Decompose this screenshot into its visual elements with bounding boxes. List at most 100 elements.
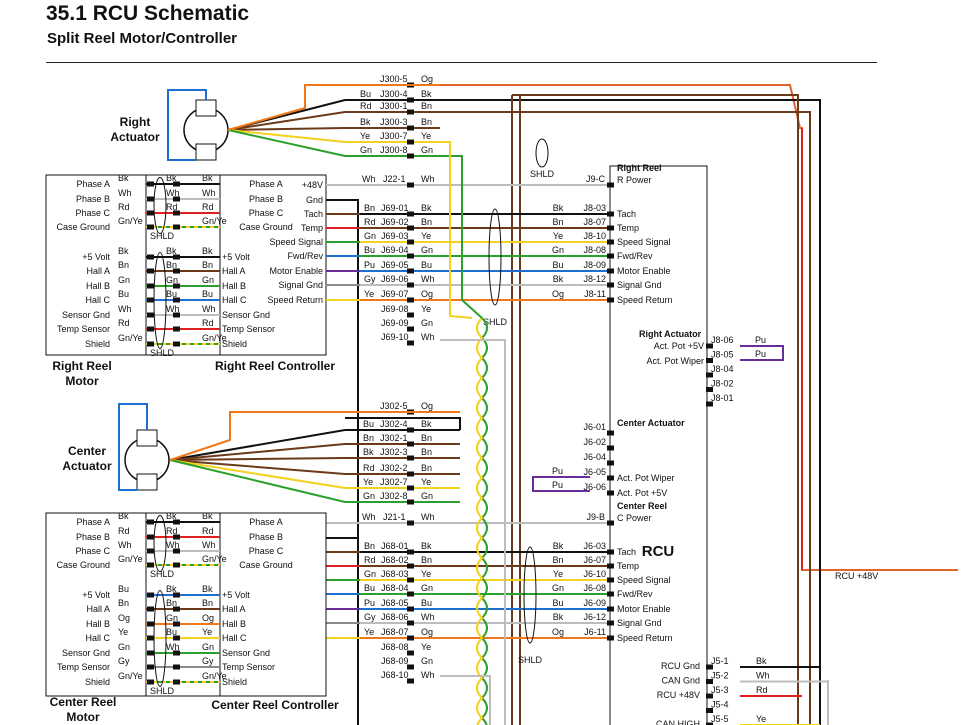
wire-code: Bk	[553, 541, 564, 551]
pin-label: J69-01	[381, 203, 409, 213]
right-out-label: Speed Return	[267, 295, 323, 305]
pin-label: J5-3	[711, 685, 729, 695]
wire-code: Rd	[166, 526, 178, 536]
pin-label: J68-01	[381, 541, 409, 551]
center-motor-phase-label: Case Ground	[56, 560, 110, 570]
center-motor-label: Center Reel	[50, 695, 117, 709]
rcu-48v-label: RCU +48V	[835, 571, 878, 581]
wh-drop-right	[440, 339, 506, 725]
pin-label: J8-11	[584, 289, 606, 299]
connector-pin	[706, 372, 713, 378]
connector-pin	[173, 534, 180, 540]
wire-code: Ye	[364, 289, 374, 299]
wire-code: Ye	[421, 642, 431, 652]
wire-code: Gn	[118, 642, 130, 652]
connector-pin	[607, 211, 614, 217]
pin-label: J300-7	[380, 131, 408, 141]
rcu-pin-label: Act. Pot Wiper	[646, 356, 704, 366]
pin-label: J6-12	[583, 612, 606, 622]
connector-pin	[407, 563, 414, 569]
center-actuator-pot-loop	[532, 476, 590, 492]
wire-code: Gn	[118, 275, 130, 285]
wire-code: Wh	[421, 670, 435, 680]
wire-code: Rd	[363, 463, 375, 473]
wire-code: Rd	[202, 202, 214, 212]
rcu-section-header: Center Actuator	[617, 418, 685, 428]
right-actuator-wire	[227, 127, 346, 131]
connector-pin	[607, 182, 614, 188]
wire-code: Gy	[364, 612, 376, 622]
connector-pin	[706, 693, 713, 699]
wire-code: Bn	[421, 447, 432, 457]
center-motor-ctrl-sensor-label: Sensor Gnd	[222, 648, 270, 658]
wire-code: Bu	[364, 245, 375, 255]
center-motor-sensor-label: Temp Sensor	[57, 662, 110, 672]
connector-pin	[407, 182, 414, 188]
wire-code: Rd	[202, 526, 214, 536]
wire-code: Rd	[118, 526, 130, 536]
pin-label: J6-01	[583, 422, 606, 432]
wire-code: Gn	[421, 583, 433, 593]
wire-code: Gn	[202, 642, 214, 652]
wire-code: Bn	[363, 433, 374, 443]
right-motor-sensor-label: Temp Sensor	[57, 324, 110, 334]
center-motor-phase-label: Phase B	[76, 532, 110, 542]
pin-label: J8-09	[583, 260, 606, 270]
rcu-pin-label: Act. Pot Wiper	[617, 473, 675, 483]
wire-code: Og	[421, 74, 433, 84]
wire-code: Bn	[421, 433, 432, 443]
right-motor-sensor-label: Shield	[85, 339, 110, 349]
wire-code: Bk	[421, 203, 432, 213]
connector-pin	[173, 548, 180, 554]
wire-code: Ye	[421, 477, 431, 487]
pin-label: J302-7	[380, 477, 408, 487]
center-motor-sensor-label: Hall C	[85, 633, 110, 643]
right-harness-shield	[488, 208, 502, 306]
wire-code: Ye	[553, 231, 563, 241]
center-motor-ctrl-phase-label: Case Ground	[239, 560, 293, 570]
center-motor-ctrl-phase-label: Phase B	[249, 532, 283, 542]
connector-pin	[407, 577, 414, 583]
wire-code: Bn	[552, 555, 563, 565]
rcu-pin-label: Speed Signal	[617, 237, 671, 247]
pin-label: J8-10	[583, 231, 606, 241]
connector-pin	[147, 534, 154, 540]
connector-pin	[607, 563, 614, 569]
center-actuator-wire	[169, 457, 346, 461]
rcu-box	[609, 165, 708, 725]
bk-trunk	[440, 99, 821, 725]
wire-code: Gn	[364, 231, 376, 241]
connector-pin	[607, 635, 614, 641]
shield-label: SHLD	[150, 231, 175, 241]
wire-code: Bn	[166, 598, 177, 608]
rcu-pin-label: Speed Return	[617, 295, 673, 305]
wire-code: Og	[421, 289, 433, 299]
wire-code: Wh	[756, 671, 770, 681]
wire-code: Bk	[553, 203, 564, 213]
j9-shield	[535, 138, 549, 168]
wire-code: Bk	[363, 447, 374, 457]
right-motor-ctrl-phase-label: Phase B	[249, 194, 283, 204]
right-actuator-wire	[227, 129, 346, 157]
pin-label: J9-B	[586, 512, 605, 522]
connector-pin	[173, 606, 180, 612]
rcu-pin-label: Speed Signal	[617, 575, 671, 585]
wire-code: Bn	[118, 598, 129, 608]
wire-code: Wh	[362, 174, 376, 184]
connector-pin	[407, 109, 414, 115]
connector-pin	[173, 268, 180, 274]
pin-label: J6-05	[583, 467, 606, 477]
wire-code: Wh	[118, 188, 132, 198]
center-actuator-bk-loop	[345, 417, 461, 430]
center-motor-phase-shield	[153, 515, 167, 572]
right-motor-ctrl-sensor-label: Hall A	[222, 266, 246, 276]
wire-code: Bn	[364, 541, 375, 551]
connector-pin	[407, 153, 414, 159]
right-motor-phase-label: Phase B	[76, 194, 110, 204]
connector-pin	[147, 650, 154, 656]
page-title: 35.1 RCU Schematic	[46, 2, 250, 25]
connector-pin	[147, 224, 154, 230]
connector-pin	[607, 253, 614, 259]
center-motor-ctrl-sensor-label: Hall A	[222, 604, 246, 614]
wire-code: Gy	[118, 656, 130, 666]
